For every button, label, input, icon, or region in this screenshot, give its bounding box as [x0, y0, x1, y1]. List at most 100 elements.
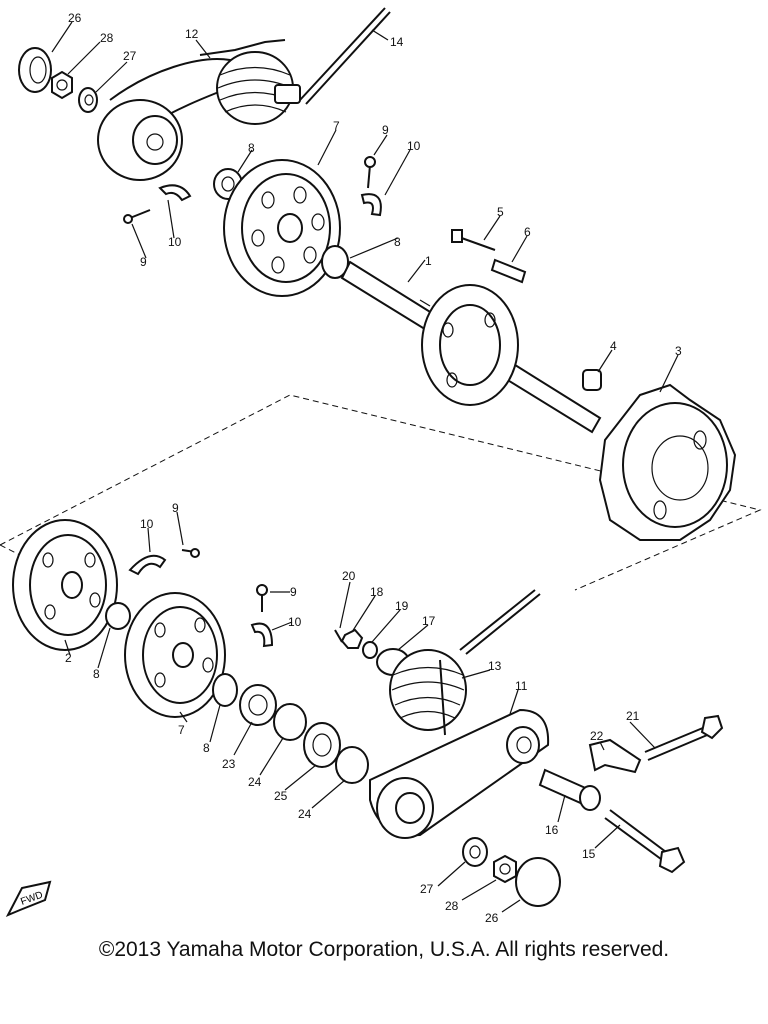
washer-part-19: [362, 641, 378, 659]
callout-labels: 26 28 27 12 14 7 9 10 8 10 9 8 5 6 1 4 3…: [65, 11, 682, 925]
callout-label: 10: [407, 139, 421, 153]
leader-lines: [51, 21, 679, 913]
callout-label: 8: [93, 667, 100, 681]
callout-label: 26: [68, 11, 82, 25]
callout-label: 26: [485, 911, 499, 925]
snap-ring-part-24-b: [335, 746, 369, 784]
washer-27-lower-hole: [469, 845, 481, 859]
bolt-head-9-upper: [364, 156, 376, 168]
callout-label: 21: [626, 709, 640, 723]
wheel-2-holes: [42, 552, 101, 620]
callout-label: 9: [382, 123, 389, 137]
link-part-6: [490, 258, 527, 284]
sprocket-wheel-part-3: [598, 383, 737, 541]
bolt-part-21: [644, 724, 711, 753]
wheel-2-rim: [29, 534, 107, 636]
cap-inner-ring: [29, 56, 47, 84]
bolt-head-5: [451, 229, 463, 243]
callout-label: 9: [140, 255, 147, 269]
bolt-head-15: [658, 846, 686, 874]
spacer-part-25: [303, 722, 341, 768]
callout-label: 28: [100, 31, 114, 45]
nut-hole: [56, 79, 68, 91]
callout-label: 8: [394, 235, 401, 249]
bearing-part-8-mid: [321, 245, 349, 279]
callout-label: 25: [274, 789, 288, 803]
sprocket-holes: [442, 312, 496, 388]
spring-part-13: [389, 589, 541, 736]
bolt-part-9-upper: [367, 164, 371, 189]
bearing-part-23: [239, 684, 277, 726]
callout-label: 19: [395, 599, 409, 613]
callout-label: 4: [610, 339, 617, 353]
wheel-part-2: [12, 519, 118, 651]
callout-label: 22: [590, 729, 604, 743]
spacer-25-bore: [312, 733, 332, 757]
callout-label: 14: [390, 35, 404, 49]
bearing-bore: [221, 176, 235, 192]
bolt-head-9-lower-right: [256, 584, 268, 596]
callout-label: 27: [420, 882, 434, 896]
callout-label: 27: [123, 49, 137, 63]
washer-part-27-lower: [462, 837, 488, 867]
callout-label: 7: [178, 723, 185, 737]
callout-label: 18: [370, 585, 384, 599]
rod-part-14: [299, 7, 386, 101]
nut-28-lower-hole: [499, 863, 511, 875]
callout-label: 1: [425, 254, 432, 268]
callout-label: 10: [140, 517, 154, 531]
wheel-7-lower-hub: [172, 642, 194, 668]
callout-label: 8: [248, 141, 255, 155]
callout-label: 23: [222, 757, 236, 771]
callout-label: 6: [524, 225, 531, 239]
cap-part-26-lower: [515, 857, 561, 907]
bearing-part-8-lower: [212, 673, 238, 707]
bolt-part-21-edge: [647, 732, 713, 761]
callout-label: 13: [488, 659, 502, 673]
exploded-parts-diagram: FWD 26 28 27 12 14 7 9 10 8 10: [0, 7, 762, 925]
wheel-part-7-upper: [223, 159, 341, 297]
washer-part-27: [78, 87, 98, 113]
callout-label: 24: [298, 807, 312, 821]
rear-axle-group-outline: [0, 394, 762, 591]
bolt-part-15-edge: [604, 817, 666, 863]
bolt-part-15: [609, 809, 671, 856]
idler-arm-boss: [132, 115, 178, 165]
nut-part-28-lower: [493, 854, 517, 884]
callout-label: 10: [168, 235, 182, 249]
callout-label: 17: [422, 614, 436, 628]
wheel-7-lower-holes: [154, 617, 214, 688]
callout-label: 9: [172, 501, 179, 515]
bolt-part-9-left: [129, 209, 151, 219]
callout-label: 9: [290, 585, 297, 599]
drive-sprocket-inner: [439, 304, 501, 386]
clip-part-10-left: [158, 184, 192, 202]
wheel-2-hub: [61, 571, 83, 599]
clip-part-10-lower-right: [250, 622, 274, 648]
sleeve-16-end: [579, 785, 601, 811]
callout-label: 28: [445, 899, 459, 913]
bracket-part-22: [588, 738, 642, 774]
wheel-rim: [241, 173, 331, 283]
callout-label: 20: [342, 569, 356, 583]
snap-ring-part-24-a: [273, 703, 307, 741]
collar-part-4: [582, 369, 602, 391]
callout-label: 2: [65, 651, 72, 665]
idler-arm-bore: [146, 133, 164, 151]
callout-label: 12: [185, 27, 199, 41]
bearing-23-bore: [248, 694, 268, 716]
bolt-head-9-left: [123, 214, 133, 224]
nut-part-28: [51, 70, 73, 100]
wheel-hub: [277, 213, 303, 243]
callout-label: 16: [545, 823, 559, 837]
callout-label: 11: [515, 679, 528, 693]
wheel-7-lower-rim: [142, 606, 218, 704]
callout-label: 10: [288, 615, 302, 629]
callout-label: 24: [248, 775, 262, 789]
clip-part-10-upper: [360, 193, 382, 217]
wheel-part-7-lower: [124, 592, 226, 718]
bolt-head-9-lower-left: [190, 548, 200, 558]
washer-hole: [84, 94, 94, 106]
pin-part-20: [334, 629, 343, 643]
